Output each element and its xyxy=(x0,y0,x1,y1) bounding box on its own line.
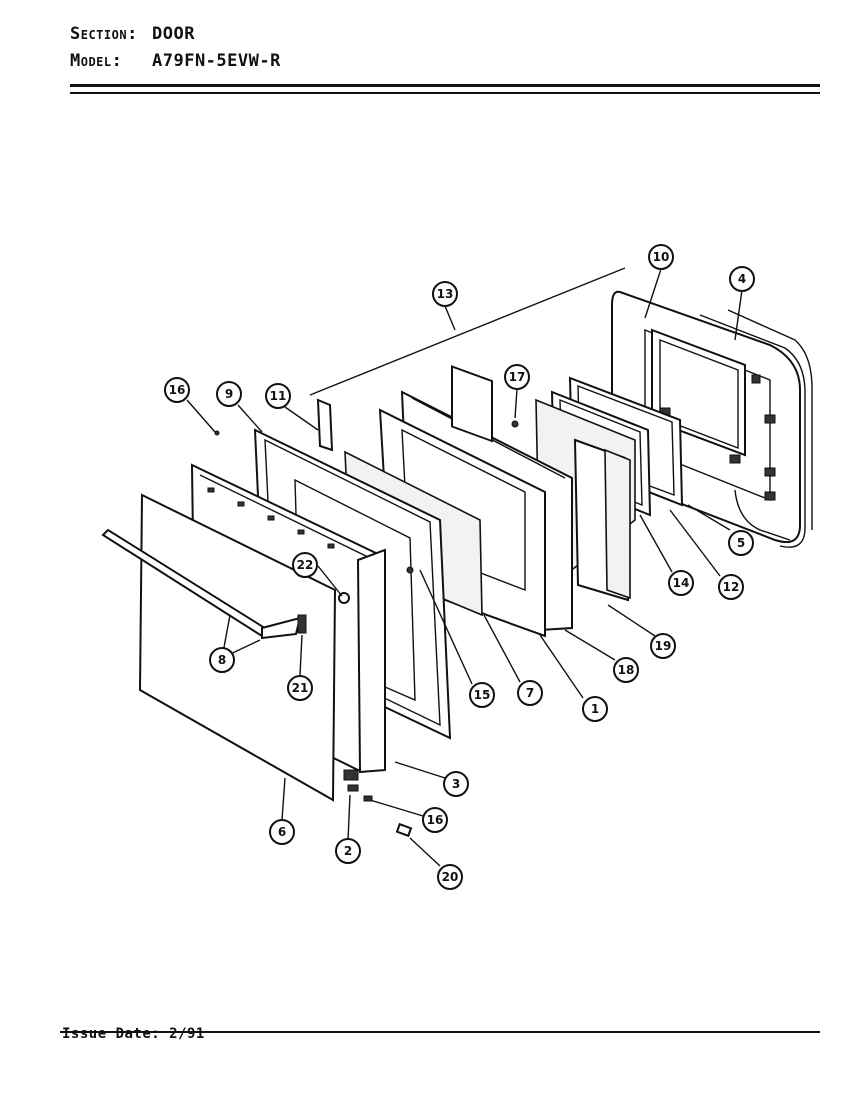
door-handle xyxy=(101,528,307,640)
svg-text:12: 12 xyxy=(723,580,740,594)
svg-text:18: 18 xyxy=(618,663,635,677)
svg-text:15: 15 xyxy=(474,688,491,702)
callout-2: 2 xyxy=(335,838,361,864)
model-value: A79FN-5EVW-R xyxy=(152,51,281,71)
callout-7: 7 xyxy=(517,680,543,706)
callout-9: 9 xyxy=(216,381,242,407)
header-rule-top xyxy=(70,84,820,87)
svg-text:13: 13 xyxy=(437,287,454,301)
svg-text:2: 2 xyxy=(344,844,352,858)
svg-text:19: 19 xyxy=(655,639,672,653)
svg-text:7: 7 xyxy=(526,686,534,700)
section-value: DOOR xyxy=(152,24,195,44)
callout-10: 10 xyxy=(648,244,674,270)
svg-text:16: 16 xyxy=(427,813,444,827)
svg-text:16: 16 xyxy=(169,383,186,397)
side-bracket xyxy=(316,398,334,452)
section-heading: Section: DOOR xyxy=(70,24,195,44)
callout-19: 19 xyxy=(650,633,676,659)
svg-text:14: 14 xyxy=(673,576,690,590)
svg-text:3: 3 xyxy=(452,777,460,791)
callout-11: 11 xyxy=(265,383,291,409)
callout-16-top: 16 xyxy=(164,377,190,403)
callout-15: 15 xyxy=(469,682,495,708)
callout-8: 8 xyxy=(209,647,235,673)
assembly-13-line xyxy=(309,267,626,396)
callout-20: 20 xyxy=(437,864,463,890)
footer-rule xyxy=(60,1031,820,1033)
model-label: Model: xyxy=(70,51,123,71)
callout-4: 4 xyxy=(729,266,755,292)
callout-22: 22 xyxy=(292,552,318,578)
callout-14: 14 xyxy=(668,570,694,596)
svg-text:11: 11 xyxy=(270,389,287,403)
svg-text:5: 5 xyxy=(737,536,745,550)
svg-text:9: 9 xyxy=(225,387,233,401)
svg-text:4: 4 xyxy=(738,272,746,286)
callout-21: 21 xyxy=(287,675,313,701)
svg-text:8: 8 xyxy=(218,653,226,667)
callout-3: 3 xyxy=(443,771,469,797)
callout-16-bottom: 16 xyxy=(422,807,448,833)
svg-text:22: 22 xyxy=(297,558,314,572)
svg-text:1: 1 xyxy=(591,702,599,716)
svg-text:10: 10 xyxy=(653,250,670,264)
section-label: Section: xyxy=(70,24,138,44)
svg-text:20: 20 xyxy=(442,870,459,884)
callout-18: 18 xyxy=(613,657,639,683)
callout-12: 12 xyxy=(718,574,744,600)
svg-text:17: 17 xyxy=(509,370,526,384)
issue-date: Issue Date: 2/91 xyxy=(62,1026,205,1042)
header-rule-bottom xyxy=(70,92,820,94)
callout-1: 1 xyxy=(582,696,608,722)
svg-text:21: 21 xyxy=(292,681,309,695)
door-front-panel xyxy=(138,493,337,802)
callout-5: 5 xyxy=(728,530,754,556)
model-heading: Model: A79FN-5EVW-R xyxy=(70,51,281,71)
svg-text:6: 6 xyxy=(278,825,286,839)
callout-6: 6 xyxy=(269,819,295,845)
callout-17: 17 xyxy=(504,364,530,390)
callout-13: 13 xyxy=(432,281,458,307)
small-hardware xyxy=(214,420,519,838)
